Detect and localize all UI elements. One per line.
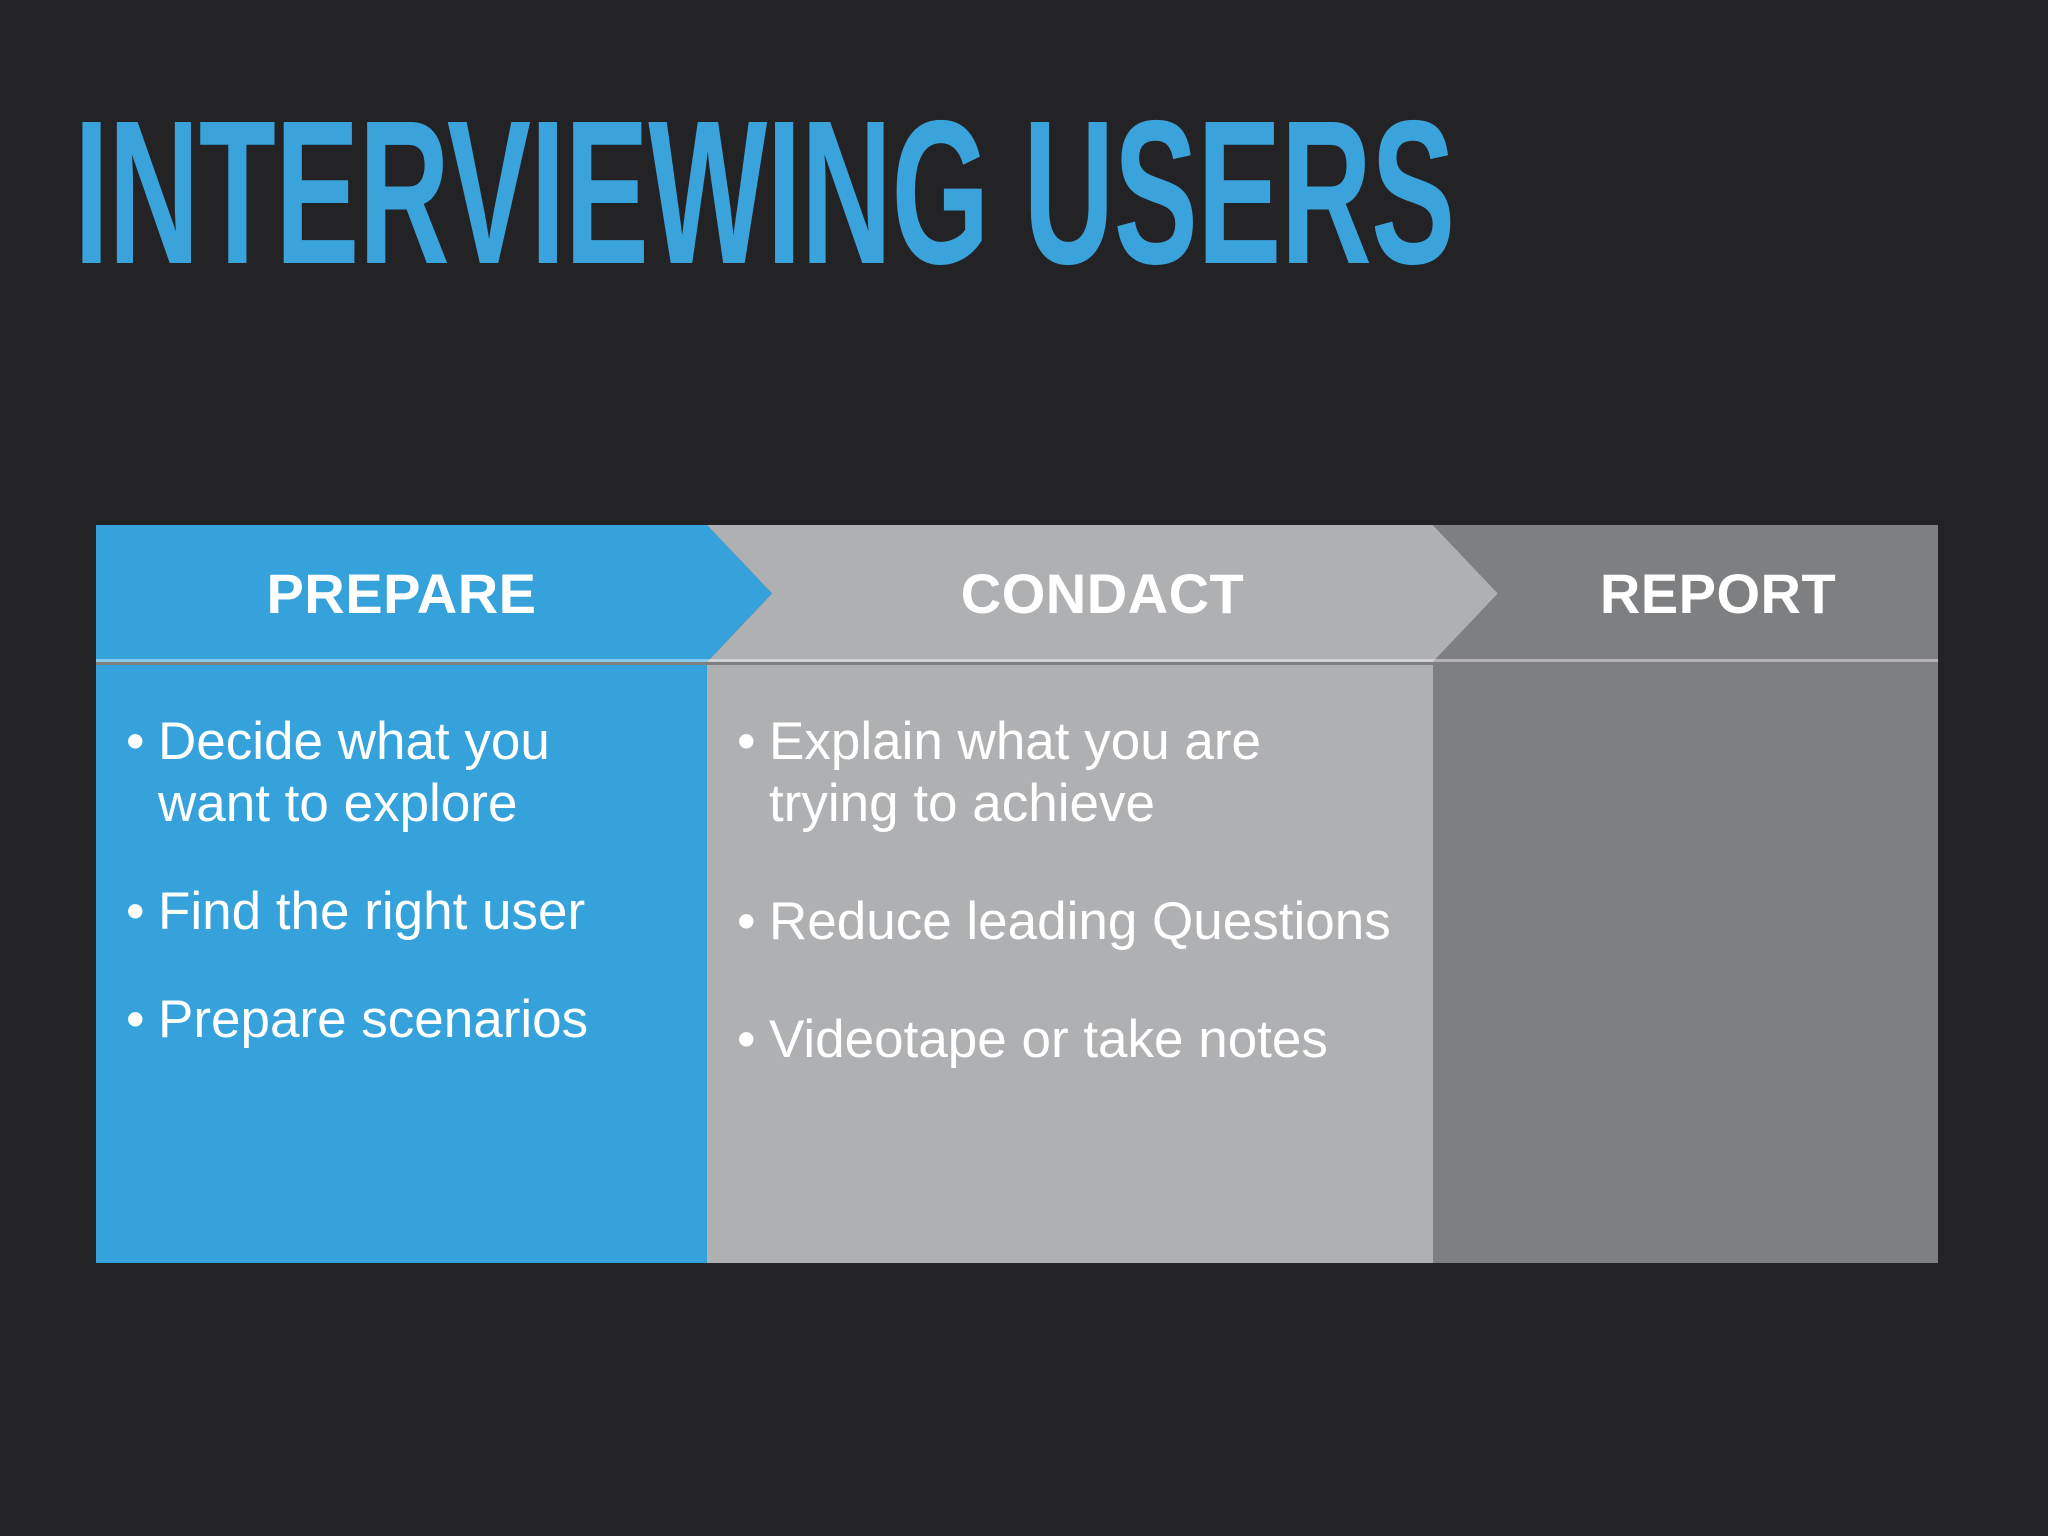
bullet-dot-icon: • <box>737 1010 756 1069</box>
bullet-dot-icon: • <box>737 892 756 951</box>
list-item: •Reduce leading Questions <box>733 891 1395 953</box>
stage-header-band: PREPARE CONDACT REPORT <box>96 525 1938 662</box>
stage-body-conduct: •Explain what you are trying to achieve•… <box>707 665 1433 1263</box>
stage-header-conduct[interactable]: CONDACT <box>707 525 1498 662</box>
list-item: •Prepare scenarios <box>122 989 669 1051</box>
list-item: •Find the right user <box>122 881 669 943</box>
list-item-label: Prepare scenarios <box>158 990 589 1049</box>
list-item: •Videotape or take notes <box>733 1009 1395 1071</box>
bullet-dot-icon: • <box>126 712 145 771</box>
header-separator-line <box>96 659 1938 665</box>
stage-header-label-prepare: PREPARE <box>266 562 537 625</box>
list-item-label: Videotape or take notes <box>769 1010 1328 1069</box>
list-item-label: Reduce leading Questions <box>769 892 1391 951</box>
stage-body-report <box>1433 665 1938 1263</box>
bullet-dot-icon: • <box>126 990 145 1049</box>
bullet-dot-icon: • <box>737 712 756 771</box>
bullet-list-conduct: •Explain what you are trying to achieve•… <box>733 711 1395 1071</box>
page-title: INTERVIEWING USERS <box>74 78 1455 307</box>
stage-body-prepare: •Decide what you want to explore•Find th… <box>96 665 707 1263</box>
list-item: •Decide what you want to explore <box>122 711 669 835</box>
list-item-label: Explain what you are trying to achieve <box>769 712 1262 833</box>
stage-header-label-report: REPORT <box>1599 562 1837 625</box>
bullet-list-prepare: •Decide what you want to explore•Find th… <box>122 711 669 1051</box>
stage-header-report[interactable]: REPORT <box>1433 525 1938 662</box>
stage-header-prepare[interactable]: PREPARE <box>96 525 772 662</box>
list-item-label: Find the right user <box>158 882 586 941</box>
process-diagram: PREPARE CONDACT REPORT •Decide what you … <box>96 525 1938 1263</box>
list-item: •Explain what you are trying to achieve <box>733 711 1395 835</box>
bullet-dot-icon: • <box>126 882 145 941</box>
list-item-label: Decide what you want to explore <box>158 712 550 833</box>
stage-header-label-conduct: CONDACT <box>960 562 1245 625</box>
